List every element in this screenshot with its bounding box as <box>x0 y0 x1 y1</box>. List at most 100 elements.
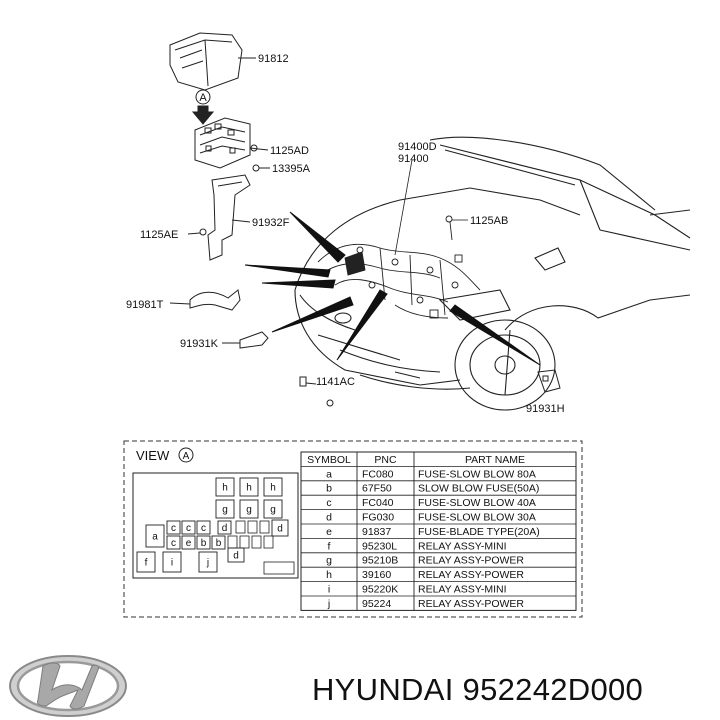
fuse-cell-label: h <box>246 483 252 494</box>
callout-1125ad: 1125AD <box>270 145 309 157</box>
table-cell-part-name: SLOW BLOW FUSE(50A) <box>418 483 539 495</box>
view-panel-border <box>123 440 583 618</box>
table-cell-pnc: 95230L <box>362 540 397 552</box>
fuse-cell <box>271 519 289 537</box>
fuse-cell-label: b <box>201 538 207 549</box>
callout-labels: 91812 A 1125AD 13395A 91400D 91400 1125A… <box>126 53 565 415</box>
fuse-cell-label: i <box>171 558 173 569</box>
fuse-cell-label: c <box>201 523 206 534</box>
fuse-cell <box>239 499 259 519</box>
callout-1141ac: 1141AC <box>316 376 355 388</box>
callout-91931h: 91931H <box>526 403 565 415</box>
table-cell-symbol: j <box>327 598 330 610</box>
bolt-1141ac <box>299 376 334 407</box>
table-cell-symbol: d <box>326 512 332 524</box>
view-a-marker <box>195 89 211 105</box>
callout-91400: 91400 <box>398 153 429 165</box>
fuse-cell-label: d <box>233 551 239 562</box>
fuse-cell <box>239 477 259 497</box>
fuse-cell-label: g <box>246 505 252 516</box>
table-cell-symbol: c <box>326 497 331 509</box>
table-cell-symbol: f <box>328 540 331 552</box>
fuse-cell-label: d <box>277 524 283 535</box>
callout-13395a: 13395A <box>272 163 311 175</box>
fuse-cell <box>181 535 196 550</box>
table-cell-pnc: 95220K <box>362 584 398 596</box>
callout-91932f: 91932F <box>252 217 290 229</box>
brand-area: HYUNDAI 952242D000 <box>9 655 643 717</box>
fuse-box-cover <box>169 32 256 91</box>
fuse-cell-label: h <box>270 483 276 494</box>
hyundai-logo-icon <box>9 655 127 717</box>
fuse-cell-label: c <box>171 538 176 549</box>
bracket-91932f <box>207 174 251 261</box>
fuse-cell <box>162 551 182 573</box>
fuse-cell-label: e <box>186 538 192 549</box>
brand-part-number: HYUNDAI 952242D000 <box>312 672 643 707</box>
table-cell-part-name: FUSE-SLOW BLOW 80A <box>418 468 536 480</box>
fuse-box-body <box>194 117 269 169</box>
callout-1125ab: 1125AB <box>470 215 508 227</box>
table-cell-part-name: FUSE-BLADE TYPE(20A) <box>418 526 540 538</box>
fuse-box-outline <box>132 472 299 579</box>
fuse-cell-label: b <box>216 538 222 549</box>
car-body <box>294 136 691 411</box>
fuse-cell <box>196 535 211 550</box>
table-cell-part-name: RELAY ASSY-MINI <box>418 584 507 596</box>
fuse-slot <box>247 520 258 534</box>
table-cell-symbol: h <box>326 569 332 581</box>
table-cell-pnc: 39160 <box>362 569 391 581</box>
fuse-cell-label: g <box>222 505 228 516</box>
fuse-cell <box>215 477 235 497</box>
table-cell-symbol: b <box>326 483 332 495</box>
fuse-slot <box>239 535 250 549</box>
fuse-cell-label: c <box>171 523 176 534</box>
callout-91812: 91812 <box>258 53 289 65</box>
table-cell-pnc: 91837 <box>362 526 391 538</box>
down-arrow-icon <box>191 105 215 125</box>
fuse-cell <box>145 524 165 548</box>
fuse-cell <box>263 499 283 519</box>
table-cell-pnc: 95210B <box>362 555 398 567</box>
table-cell-part-name: RELAY ASSY-MINI <box>418 540 507 552</box>
table-cell-pnc: FC040 <box>362 497 394 509</box>
table-cell-part-name: RELAY ASSY-POWER <box>418 555 524 567</box>
fuse-slot <box>259 520 270 534</box>
fuse-cell <box>217 520 232 535</box>
table-cell-pnc: 67F50 <box>362 483 392 495</box>
fuse-cell-label: h <box>222 483 228 494</box>
leader-wedges <box>244 211 541 366</box>
table-cell-symbol: i <box>328 584 330 596</box>
table-cell-symbol: e <box>326 526 332 538</box>
table-cell-pnc: 95224 <box>362 598 391 610</box>
fuse-cell-label: j <box>206 558 209 569</box>
table-cell-part-name: RELAY ASSY-POWER <box>418 598 524 610</box>
fuse-cell <box>211 535 226 550</box>
engine-bay-illustration <box>169 32 691 411</box>
callout-1125ae: 1125AE <box>140 229 178 241</box>
fuse-slot <box>263 535 274 549</box>
fuse-cell-label: c <box>186 523 191 534</box>
callout-91931k: 91931K <box>180 338 219 350</box>
bracket-91981t <box>169 289 241 311</box>
view-label: VIEW <box>136 448 170 463</box>
fuse-cell-label: g <box>270 505 276 516</box>
clip-91931h <box>537 369 561 393</box>
fuse-slot <box>263 561 295 575</box>
fuse-cell <box>198 551 218 573</box>
clip-91931k <box>222 331 269 349</box>
table-cell-part-name: FUSE-SLOW BLOW 30A <box>418 512 536 524</box>
fuse-cell <box>196 520 211 535</box>
fuse-slot <box>235 520 246 534</box>
table-cell-part-name: RELAY ASSY-POWER <box>418 569 524 581</box>
table-border <box>300 451 577 611</box>
fuse-cell-label: a <box>152 532 158 543</box>
fuse-cell <box>136 551 156 573</box>
wiring-harness <box>317 215 481 319</box>
view-circle-label: A <box>183 451 190 462</box>
fuse-cell <box>166 520 181 535</box>
